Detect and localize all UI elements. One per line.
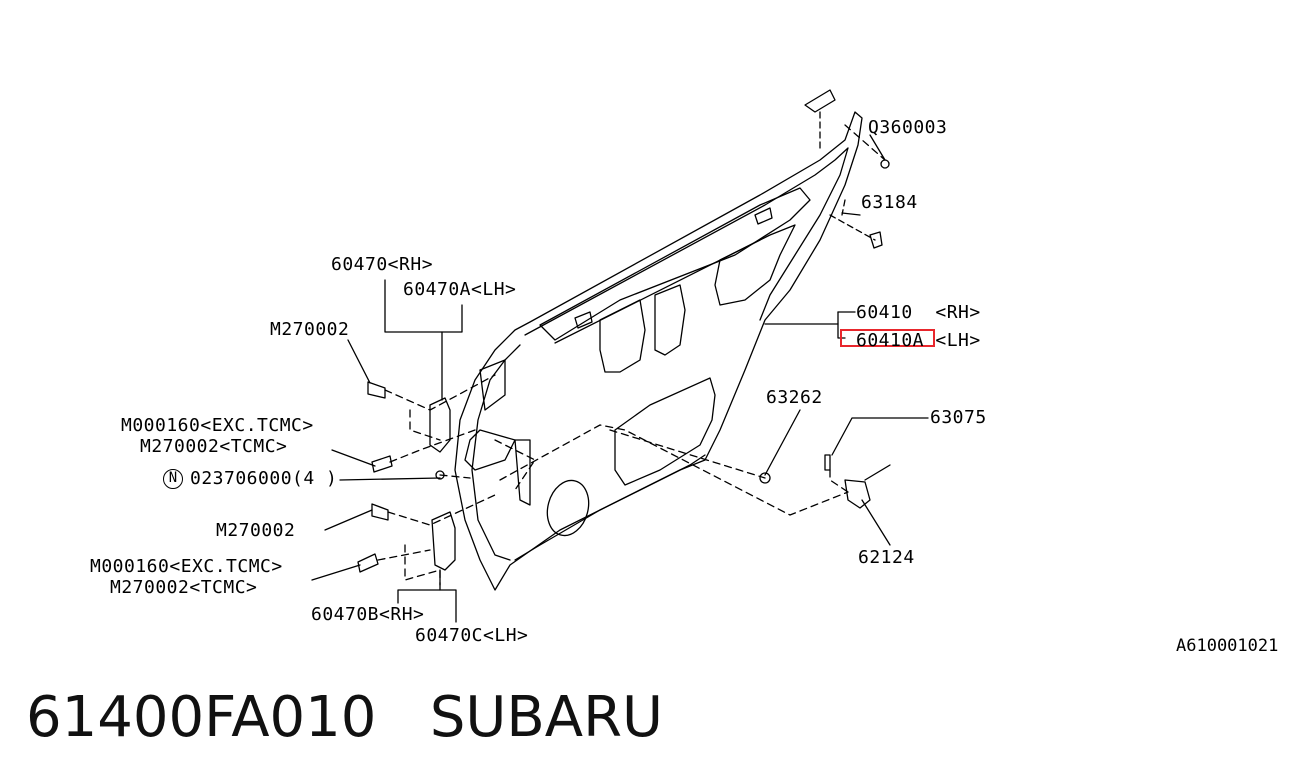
upper-opening	[714, 224, 796, 306]
label-n-part: 023706000(4 )	[190, 468, 338, 489]
bolt-mid-b	[371, 503, 389, 521]
window-sash	[539, 187, 811, 341]
mid-opening-left	[599, 299, 646, 373]
top-bracket	[804, 89, 836, 113]
dashed-lines	[377, 124, 886, 586]
label-m270002-mid: M270002	[216, 520, 296, 541]
lower-opening	[614, 377, 716, 486]
label-62124: 62124	[858, 547, 915, 568]
label-q360003: Q360003	[868, 117, 948, 138]
leader-lines	[311, 134, 929, 623]
label-m270002-top: M270002	[270, 319, 350, 340]
label-m000160-a: M000160<EXC.TCMC>	[121, 415, 314, 436]
highlight-box	[840, 329, 935, 347]
speaker-hole	[546, 479, 590, 537]
label-63184: 63184	[861, 192, 918, 213]
check-strap	[844, 464, 891, 509]
label-60410a: 60410A <LH>	[856, 330, 981, 351]
label-63075: 63075	[930, 407, 987, 428]
label-m270002-tcmc-a: M270002<TCMC>	[140, 436, 288, 457]
mid-opening-right	[654, 284, 686, 356]
label-60470b: 60470B<RH>	[311, 604, 425, 625]
n-symbol: N	[163, 469, 183, 489]
label-60470a-lh: 60470A<LH>	[403, 279, 517, 300]
label-63262: 63262	[766, 387, 823, 408]
door-shell-outline	[454, 111, 863, 591]
label-m270002-tcmc-b: M270002<TCMC>	[110, 577, 258, 598]
lower-hinge	[431, 511, 456, 571]
bolt-mid-a	[371, 455, 393, 473]
bolt-upper	[367, 381, 386, 399]
bolt-lower	[357, 553, 379, 573]
label-m000160-b: M000160<EXC.TCMC>	[90, 556, 283, 577]
catalog-code: A610001021	[1176, 636, 1279, 656]
label-60470c: 60470C<LH>	[415, 625, 529, 646]
upper-hinge-plate	[479, 359, 506, 411]
label-60470-rh: 60470<RH>	[331, 254, 434, 275]
upper-hinge	[429, 397, 451, 453]
door-inner-outline	[471, 147, 849, 561]
part-caption: 61400FA010 SUBARU	[26, 685, 663, 750]
clip-63262	[759, 472, 771, 484]
label-60410: 60410 <RH>	[856, 302, 981, 323]
